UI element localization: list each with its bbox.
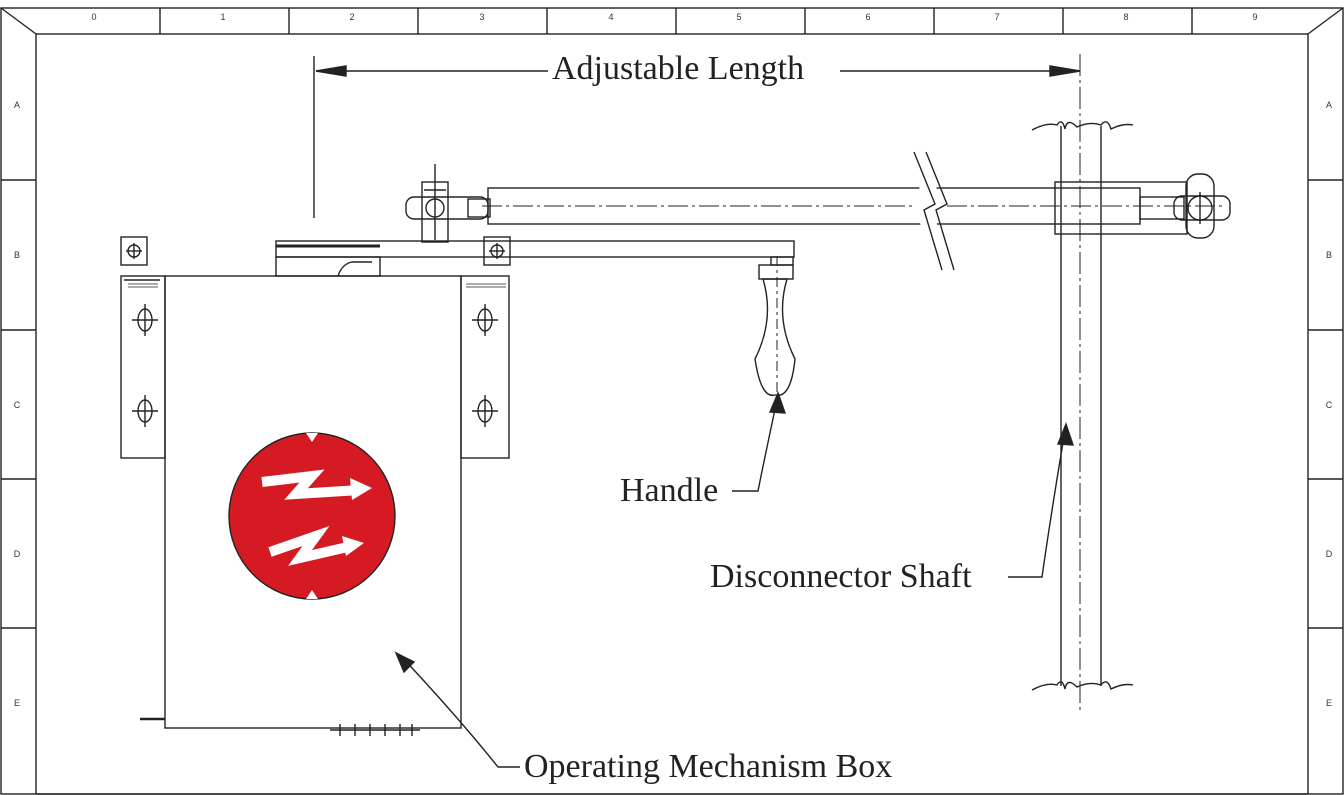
handle	[754, 256, 796, 398]
adjustable-length-dimension	[313, 56, 1081, 218]
box-leader	[394, 651, 520, 768]
row-label: A	[1325, 100, 1332, 110]
col-label: 5	[736, 12, 742, 22]
row-label: C	[13, 400, 21, 410]
col-label: 2	[349, 12, 355, 22]
right-bracket	[460, 236, 511, 459]
col-label: 4	[608, 12, 614, 22]
connecting-rod	[467, 149, 1224, 273]
left-bracket	[120, 236, 166, 459]
shaft-leader	[1008, 421, 1074, 578]
col-label: 8	[1123, 12, 1129, 22]
row-label: A	[13, 100, 20, 110]
right-clevis	[1054, 173, 1231, 239]
row-label: C	[1325, 400, 1333, 410]
handle-leader	[732, 391, 787, 492]
col-label: 6	[865, 12, 871, 22]
row-label: B	[1325, 250, 1332, 260]
col-label: 0	[91, 12, 97, 22]
row-label: E	[1325, 698, 1332, 708]
disconnector-shaft-label: Disconnector Shaft	[710, 558, 972, 595]
row-label: D	[13, 549, 21, 559]
left-clevis	[405, 164, 489, 243]
adjustable-length-label: Adjustable Length	[552, 50, 805, 87]
logo-emblem	[228, 432, 396, 600]
operating-box-label: Operating Mechanism Box	[524, 748, 893, 785]
row-label: E	[13, 698, 20, 708]
col-label: 3	[479, 12, 485, 22]
disconnector-shaft	[1031, 54, 1134, 710]
row-label: D	[1325, 549, 1333, 559]
row-label: B	[13, 250, 20, 260]
handle-label: Handle	[620, 472, 719, 509]
col-label: 9	[1252, 12, 1258, 22]
crank-arm	[275, 240, 795, 277]
col-label: 1	[220, 12, 226, 22]
drawing-frame	[0, 7, 1344, 795]
col-label: 7	[994, 12, 1000, 22]
